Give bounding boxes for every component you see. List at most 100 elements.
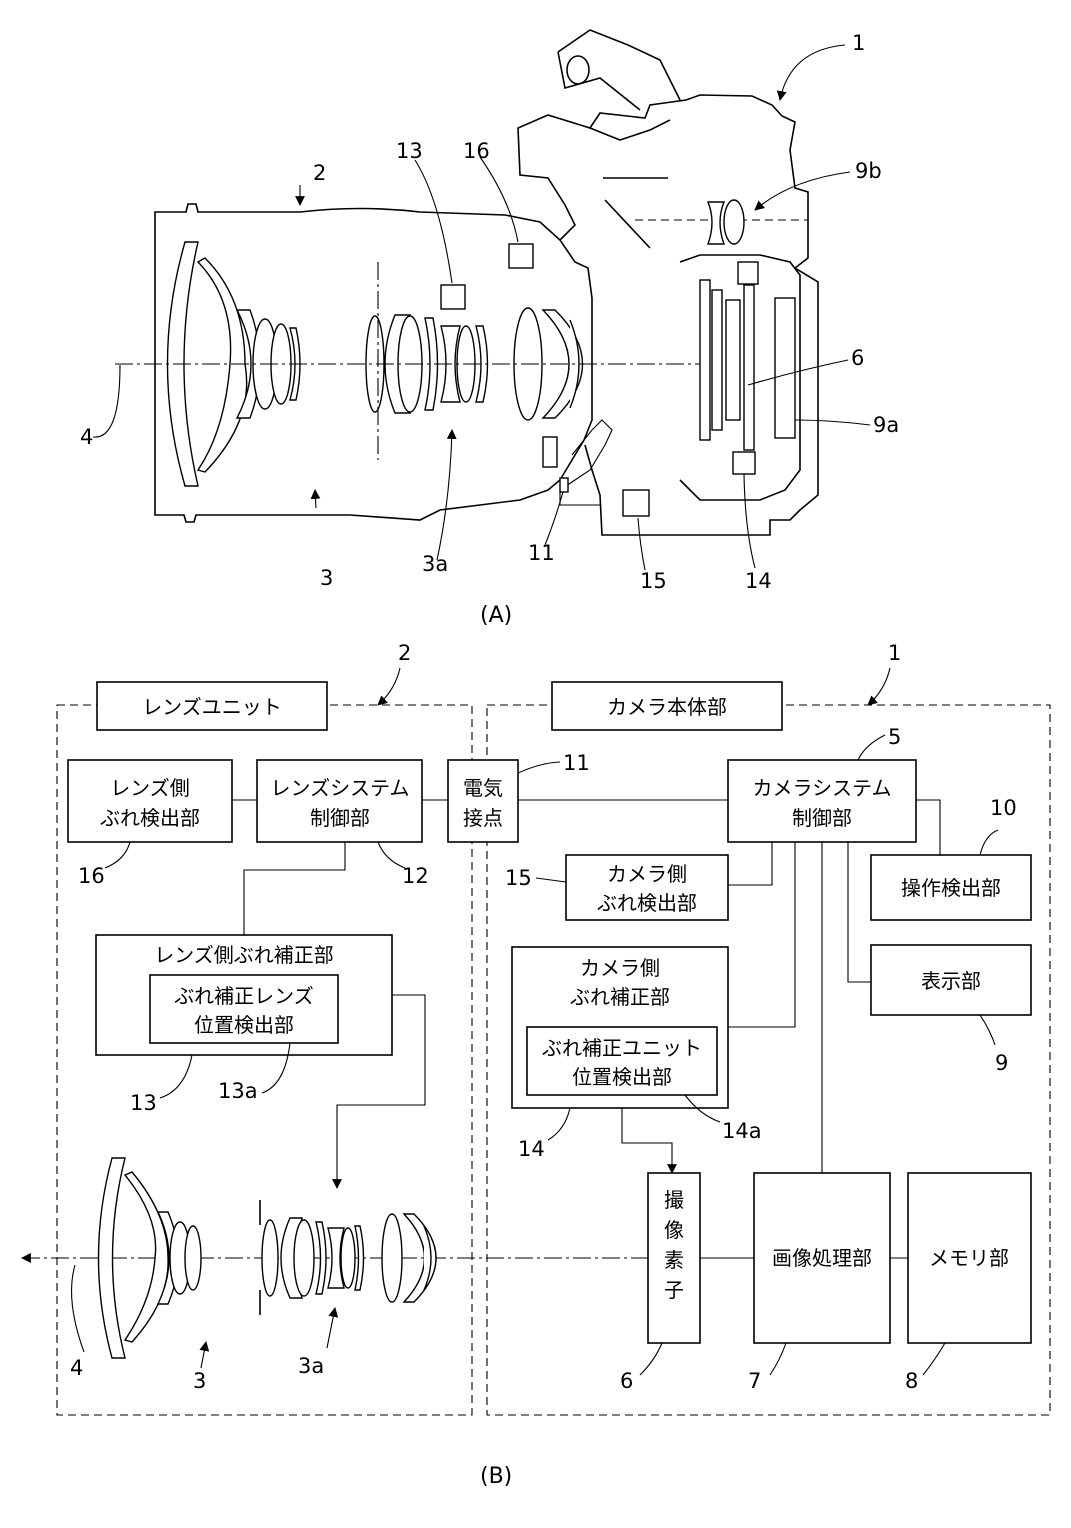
display-box [870, 944, 1032, 1016]
operation-detector-text: 操作検出部 [901, 876, 1001, 900]
label-13a-b: 13a [218, 1079, 258, 1103]
camera-shake-detector-box [565, 854, 729, 921]
figure-b: レンズユニット カメラ本体部 2 1 [21, 641, 1051, 1489]
label-9b-a: 9b [855, 159, 882, 183]
camera-body-outline [517, 94, 819, 536]
electrical-contact-line1: 電気 [463, 776, 503, 800]
label-6-b: 6 [620, 1369, 633, 1393]
label-3a-b: 3a [298, 1354, 324, 1378]
lens-elements-a [166, 241, 584, 487]
lens-shake-corrector-title: レンズ側ぶれ補正部 [154, 943, 334, 967]
label-3a-a: 3a [422, 552, 448, 576]
camera-shake-corrector-14-rect [732, 451, 756, 475]
image-sensor-char-1: 撮 [664, 1188, 684, 1212]
lens-shake-corrector-13-rect [440, 284, 466, 310]
lens-unit-title: レンズユニット [142, 695, 282, 719]
image-sensor-6-rect [737, 261, 759, 285]
lens-small-box [542, 436, 558, 468]
label-14-a: 14 [745, 569, 772, 593]
label-3-a: 3 [320, 566, 333, 590]
image-sensor-box [647, 1172, 701, 1344]
display-text: 表示部 [921, 969, 981, 993]
label-1-a: 1 [852, 31, 865, 55]
unit-position-detector-line2: 位置検出部 [572, 1065, 672, 1089]
shutter-plate-1 [699, 279, 711, 441]
label-12-b: 12 [402, 864, 429, 888]
memory-box [907, 1172, 1032, 1344]
camera-shake-detector-line1: カメラ側 [607, 862, 687, 886]
lens-unit-frame [56, 704, 473, 1416]
shutter-plate-2 [711, 289, 723, 431]
lens-system-controller-line2: 制御部 [310, 806, 370, 830]
lens-system-controller-box [256, 759, 423, 843]
label-4-a: 4 [80, 425, 93, 449]
lens-position-detector-box [149, 974, 339, 1044]
label-15-a: 15 [640, 569, 667, 593]
label-14a-b: 14a [722, 1119, 762, 1143]
operation-detector-box [870, 854, 1032, 921]
rear-display-9a [774, 297, 796, 439]
image-sensor-char-4: 子 [664, 1278, 684, 1302]
label-15-b: 15 [505, 866, 532, 890]
eyepiece-ring [566, 55, 590, 85]
lens-position-detector-line1: ぶれ補正レンズ [174, 984, 314, 1008]
label-5-b: 5 [888, 725, 901, 749]
unit-position-detector-line1: ぶれ補正ユニット [542, 1036, 702, 1060]
label-13-a: 13 [396, 139, 423, 163]
lens-position-detector-line2: 位置検出部 [194, 1013, 294, 1037]
camera-system-controller-line2: 制御部 [792, 806, 852, 830]
shutter-frame [679, 254, 801, 501]
sensor-board [743, 284, 755, 451]
lens-elements-b [97, 1157, 437, 1359]
camera-body-frame [486, 704, 1051, 1416]
label-14-b: 14 [518, 1137, 545, 1161]
reflex-mirror [604, 199, 651, 249]
lens-unit-title-box [96, 681, 328, 731]
viewfinder-lens-1 [706, 201, 726, 245]
label-7-b: 7 [748, 1369, 761, 1393]
camera-shake-detector-15-rect [622, 489, 650, 517]
camera-shake-corrector-line2: ぶれ補正部 [570, 985, 670, 1009]
label-9a-a: 9a [873, 413, 899, 437]
camera-body-title: カメラ本体部 [607, 695, 727, 719]
electrical-contact-line2: 接点 [463, 806, 503, 830]
label-2-b: 2 [398, 641, 411, 665]
camera-system-controller-box [727, 759, 917, 843]
electrical-contact-box [447, 759, 519, 843]
camera-shake-corrector-line1: カメラ側 [580, 956, 660, 980]
label-10-b: 10 [990, 796, 1017, 820]
memory-text: メモリ部 [929, 1246, 1009, 1270]
label-13-b: 13 [130, 1091, 157, 1115]
camera-body-title-box [551, 681, 783, 731]
connections [232, 799, 941, 1259]
label-16-a: 16 [463, 139, 490, 163]
figure-a: 1 2 13 16 9b 6 9a 4 3 3a 11 15 14 (A) [80, 29, 899, 628]
lens-barrel-outline [154, 203, 593, 523]
image-processor-box [753, 1172, 891, 1344]
image-sensor-char-2: 像 [664, 1218, 684, 1242]
lens-shake-detector-line1: レンズ側 [110, 776, 190, 800]
lens-shake-detector-16-rect [508, 243, 534, 269]
lens-system-controller-line1: レンズシステム [271, 776, 410, 800]
caption-a: (A) [480, 603, 512, 628]
label-6-a: 6 [851, 346, 864, 370]
viewfinder-lens-2 [723, 199, 745, 245]
lens-shake-detector-box [67, 759, 233, 843]
label-11-a: 11 [528, 541, 555, 565]
camera-shake-detector-line2: ぶれ検出部 [597, 891, 697, 915]
label-3-b: 3 [193, 1369, 206, 1393]
label-4-b: 4 [70, 1356, 83, 1380]
image-processor-text: 画像処理部 [772, 1246, 872, 1270]
label-8-b: 8 [905, 1369, 918, 1393]
lens-shake-detector-line2: ぶれ検出部 [100, 806, 200, 830]
camera-system-controller-line1: カメラシステム [753, 776, 892, 800]
image-sensor-char-3: 素 [664, 1248, 684, 1272]
caption-b: (B) [480, 1464, 512, 1489]
label-2-a: 2 [313, 161, 326, 185]
contact-11-rect [559, 477, 569, 493]
label-11-b: 11 [563, 751, 590, 775]
label-1-b: 1 [888, 641, 901, 665]
sensor-plate [725, 299, 741, 421]
label-16-b: 16 [78, 864, 105, 888]
